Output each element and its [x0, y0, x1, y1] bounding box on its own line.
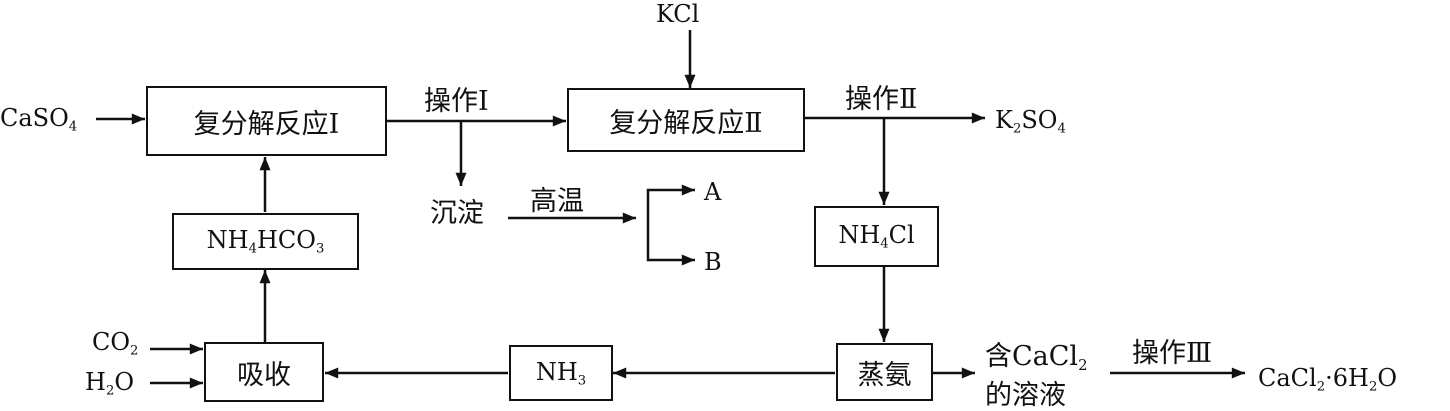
label-precipitate: 沉淀: [430, 198, 484, 229]
box-nh4hco3-label: NH4HCO3: [206, 226, 325, 257]
label-kcl: KCl: [656, 0, 700, 28]
label-product-a: A: [704, 178, 722, 206]
label-high-temperature: 高温: [530, 186, 584, 217]
box-nh4cl: NH4Cl: [814, 206, 939, 267]
label-operation-1: 操作Ⅰ: [424, 86, 489, 117]
label-cacl2-hydrate: CaCl2·6H2O: [1258, 364, 1398, 395]
label-cacl2-solution-line2: 的溶液: [985, 380, 1066, 411]
label-co2: CO2: [92, 328, 139, 359]
box-ammonia-steam-label: 蒸氨: [857, 359, 912, 391]
box-reaction-2: 复分解反应Ⅱ: [567, 88, 805, 152]
label-operation-2: 操作Ⅱ: [845, 84, 918, 115]
flow-arrows: [96, 30, 1246, 389]
box-reaction-1: 复分解反应Ⅰ: [146, 86, 387, 156]
box-nh4hco3: NH4HCO3: [172, 213, 359, 270]
label-h2o: H2O: [85, 368, 135, 399]
box-nh3-label: NH3: [535, 357, 587, 389]
box-nh3: NH3: [509, 345, 613, 401]
box-nh4cl-label: NH4Cl: [838, 221, 915, 252]
box-absorb: 吸收: [204, 342, 324, 402]
box-ammonia-steam: 蒸氨: [836, 343, 933, 401]
label-operation-3: 操作Ⅲ: [1132, 338, 1213, 369]
arrow-to-b: [646, 218, 695, 266]
label-k2so4: K2SO4: [995, 106, 1066, 137]
box-absorb-label: 吸收: [237, 359, 291, 391]
arrow-to-a: [646, 184, 695, 218]
box-reaction-1-label: 复分解反应Ⅰ: [193, 108, 340, 140]
label-caso4: CaSO4: [0, 104, 78, 135]
box-reaction-2-label: 复分解反应Ⅱ: [609, 107, 763, 139]
label-product-b: B: [704, 248, 722, 276]
label-cacl2-solution-line1: 含CaCl2: [985, 341, 1088, 375]
process-flow-diagram: 复分解反应Ⅰ 复分解反应Ⅱ NH4HCO3 NH4Cl 吸收 NH3 蒸氨 Ca…: [0, 0, 1398, 409]
